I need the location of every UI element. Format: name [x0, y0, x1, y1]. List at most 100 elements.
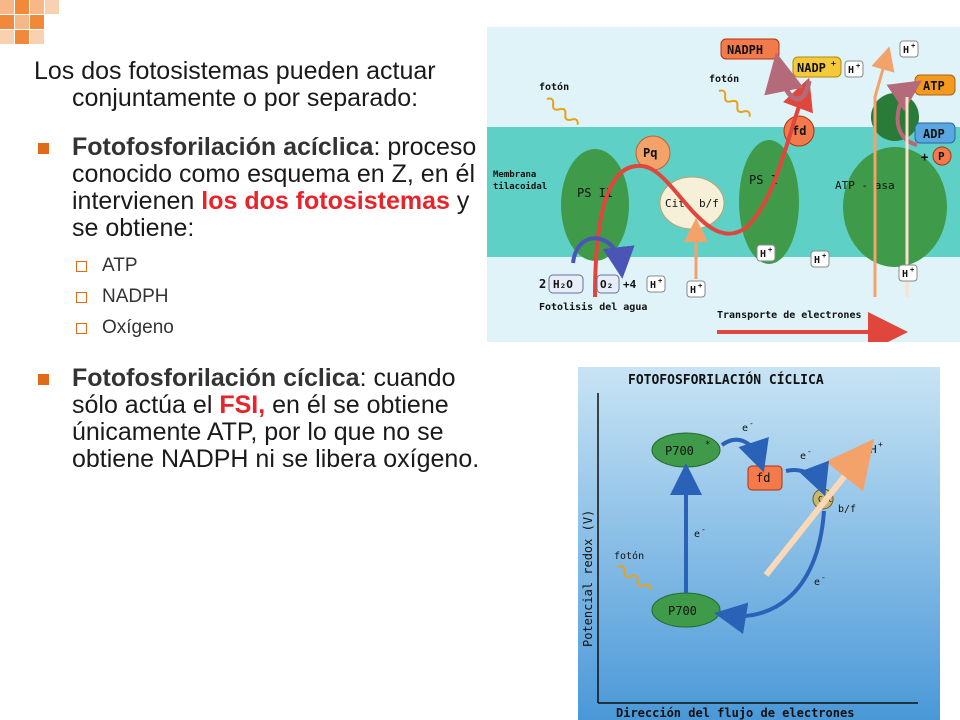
electron-flow-arrow — [593, 77, 813, 298]
water-coef: 2 — [539, 277, 546, 291]
psii-label: PS II — [577, 186, 613, 200]
cit-label: Cit — [665, 197, 685, 210]
atpasa-label: ATP - asa — [835, 179, 895, 192]
electron-label: e - — [742, 419, 754, 434]
bullet-square-icon — [38, 374, 49, 385]
svg-text:e: e — [742, 423, 748, 434]
z-scheme-diagram: PS II Pq Cit b/f PS I fd ATP - asa Membr… — [487, 27, 960, 342]
bf-label: b/f — [838, 504, 856, 515]
list-item: Oxígeno — [72, 312, 484, 343]
svg-text:H: H — [902, 269, 908, 280]
svg-text:+: + — [910, 266, 914, 274]
cyclic-title: Fotofosforilación cíclica — [72, 364, 360, 392]
membrana-label: Membrana — [493, 170, 536, 180]
adp-box — [914, 122, 956, 144]
cyclic-colon: : — [359, 364, 367, 392]
svg-text:+: + — [768, 246, 772, 254]
water-oxidation-arrow — [571, 236, 635, 279]
svg-text:+: + — [822, 252, 826, 260]
cyclic-bullet: Fotofosforilación cíclica: cuando sólo a… — [34, 365, 484, 473]
h2o-label: H₂O — [553, 278, 573, 291]
psi-complex — [739, 140, 799, 264]
acyclic-bullet: Fotofosforilación acíclica: proceso cono… — [34, 134, 484, 242]
svg-text:H: H — [650, 280, 656, 291]
electron-return-arrow — [714, 510, 826, 635]
electron-label: e - — [800, 447, 812, 462]
list-item: NADPH — [72, 281, 484, 312]
svg-text:-: - — [701, 525, 706, 534]
nadp-label: NADP — [797, 61, 826, 75]
h-plus-badge: H + — [810, 250, 830, 268]
svg-text:e: e — [800, 451, 806, 462]
atp-synthesis-arrow — [886, 80, 922, 147]
proton-channel-left — [871, 46, 895, 297]
h-sup: + — [878, 440, 883, 449]
h2o-box — [548, 274, 584, 294]
hollow-square-icon — [76, 292, 87, 303]
svg-text:+: + — [658, 277, 662, 285]
cyclic-title: FOTOFOSFORILACIÓN CÍCLICA — [628, 372, 824, 388]
h-plus-badge: H + — [899, 40, 919, 58]
pq-label: Pq — [643, 146, 657, 160]
o2-box — [596, 274, 620, 294]
foton-label: fotón — [614, 550, 644, 562]
corner-decoration — [0, 0, 59, 44]
svg-text:+: + — [698, 282, 702, 290]
bf-label: b/f — [699, 197, 719, 210]
electron-to-fd-arrow — [720, 436, 769, 473]
svg-text:H: H — [690, 285, 696, 296]
psi-label: PS I — [749, 173, 778, 187]
svg-text:-: - — [807, 447, 812, 456]
intro-paragraph: Los dos fotosistemas pueden actuar conju… — [34, 57, 436, 112]
svg-text:+: + — [911, 42, 915, 50]
nadp-reduction-arrow — [764, 52, 812, 102]
svg-text:H: H — [903, 45, 909, 56]
p-label: P — [938, 150, 945, 163]
fd-label: fd — [792, 124, 806, 138]
electron-label: e - — [694, 525, 706, 540]
nadph-label: NADPH — [727, 43, 763, 57]
acyclic-products-list: ATP NADPH Oxígeno — [72, 250, 484, 343]
psii-complex — [561, 149, 629, 261]
hollow-square-icon — [76, 261, 87, 272]
y-axis-label: Potencial redox (V) — [581, 510, 595, 647]
svg-text:H: H — [760, 249, 766, 260]
h-plus-badge: H + — [756, 244, 776, 262]
acyclic-highlight: los dos fotosistemas — [201, 187, 450, 215]
h-plus-badge: H + — [686, 280, 706, 298]
fd-label: fd — [756, 471, 770, 485]
electron-label: e - — [814, 573, 826, 588]
diagram-background — [578, 367, 940, 720]
o2-label: O₂ — [600, 278, 613, 291]
atpase-complex — [843, 147, 947, 267]
x-axis-label: Dirección del flujo de electrones — [616, 706, 854, 720]
svg-text:-: - — [749, 419, 754, 428]
h-plus-badge: H + — [646, 275, 666, 293]
svg-text:e: e — [814, 577, 820, 588]
foton-right-label: fotón — [709, 73, 739, 85]
cyclic-highlight: FSI, — [219, 391, 266, 419]
plus4-label: +4 — [623, 278, 637, 291]
electron-to-cit-arrow — [785, 460, 829, 497]
svg-text:H: H — [848, 65, 854, 76]
acyclic-text-before: proceso conocido como esquema en Z, en é… — [72, 133, 477, 215]
nadp-sup: + — [831, 59, 836, 68]
svg-text:-: - — [821, 573, 826, 582]
svg-text:H: H — [814, 255, 820, 266]
adp-label: ADP — [923, 127, 945, 141]
transporte-label: Transporte de electrones — [717, 310, 862, 321]
fotolisis-label: Fotolisis del agua — [539, 301, 647, 313]
photon-wave-left — [546, 97, 579, 125]
acyclic-colon: : — [373, 133, 381, 161]
acyclic-title: Fotofosforilación acíclica — [72, 133, 374, 161]
atp-label: ATP — [923, 79, 945, 93]
tilacoidal-label: tilacoidal — [493, 181, 547, 192]
p700-label: P700 — [668, 604, 697, 618]
hollow-square-icon — [76, 323, 87, 334]
photon-wave-right — [718, 89, 751, 117]
plus-label: + — [921, 150, 928, 164]
cyclic-text-before: cuando sólo actúa el — [72, 364, 456, 419]
photon-wave — [617, 565, 652, 590]
proton-arrow — [763, 438, 875, 577]
slide-text: Los dos fotosistemas pueden actuar conju… — [34, 58, 484, 481]
